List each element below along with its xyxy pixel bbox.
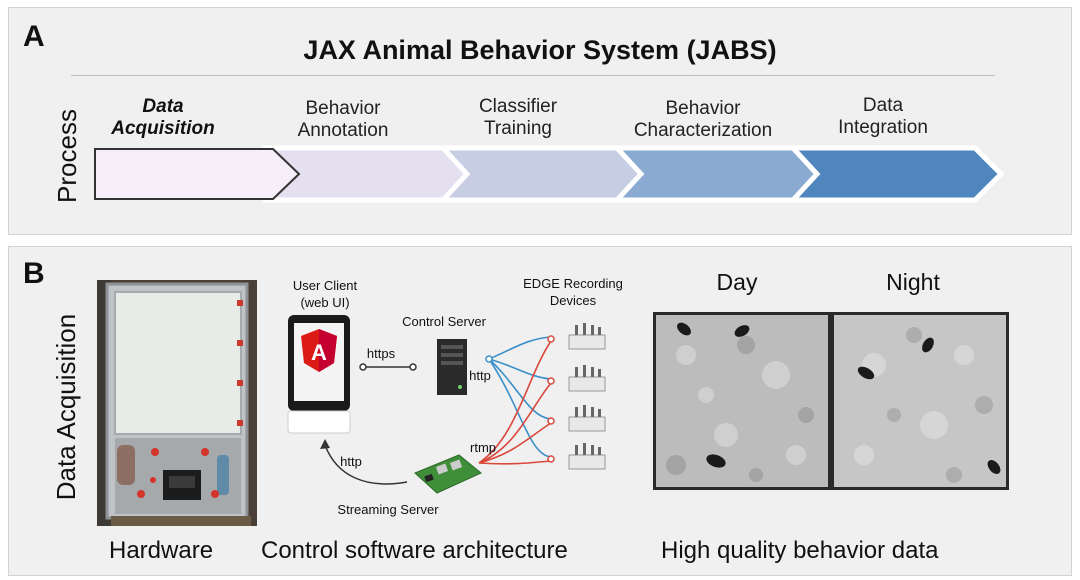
streaming-server-icon (414, 454, 482, 494)
chevron-data-acquisition (94, 148, 301, 200)
day-arena-image (653, 312, 831, 490)
control-server-icon (437, 339, 467, 395)
panel-a-process: A JAX Animal Behavior System (JABS) Proc… (8, 7, 1072, 235)
device-link-nodes (547, 335, 555, 463)
http-client-label: http (340, 454, 362, 469)
chevron-classifier-training (437, 145, 653, 203)
https-link (359, 363, 417, 371)
http-return-arrow (320, 439, 408, 485)
caption-behavior: High quality behavior data (661, 537, 939, 564)
chevron-behavior-characterization (611, 145, 829, 203)
control-server-label: Control Server (402, 314, 486, 329)
tablet-device-icon: A (287, 315, 351, 434)
chevron-data-integration (787, 145, 1005, 203)
data-acquisition-side-label: Data Acquisition (51, 313, 81, 501)
svg-text:A: A (311, 340, 327, 365)
title-divider (71, 75, 995, 76)
edge-recording-devices-icon (568, 323, 606, 470)
rtmp-links (478, 340, 552, 465)
edge-recording-label: EDGE Recording Devices (523, 276, 623, 308)
https-label: https (366, 346, 396, 361)
caption-hardware: Hardware (109, 537, 214, 564)
http-server-label: http (469, 368, 491, 383)
panel-b-letter: B (23, 257, 45, 290)
night-label: Night (886, 269, 940, 295)
panel-a-letter: A (23, 20, 45, 53)
panel-b-data-acquisition: B Data Acquisition (8, 246, 1072, 576)
rtmp-label: rtmp (470, 440, 496, 455)
process-chevrons (94, 145, 1005, 203)
night-arena-image (831, 312, 1009, 490)
day-label: Day (716, 269, 758, 295)
caption-software: Control software architecture (261, 537, 568, 564)
hardware-photo (97, 280, 257, 526)
streaming-server-label: Streaming Server (337, 502, 439, 517)
control-architecture-diagram: A (287, 315, 606, 494)
panel-a-title: JAX Animal Behavior System (JABS) (303, 35, 777, 65)
user-client-label: User Client (web UI) (292, 278, 358, 310)
